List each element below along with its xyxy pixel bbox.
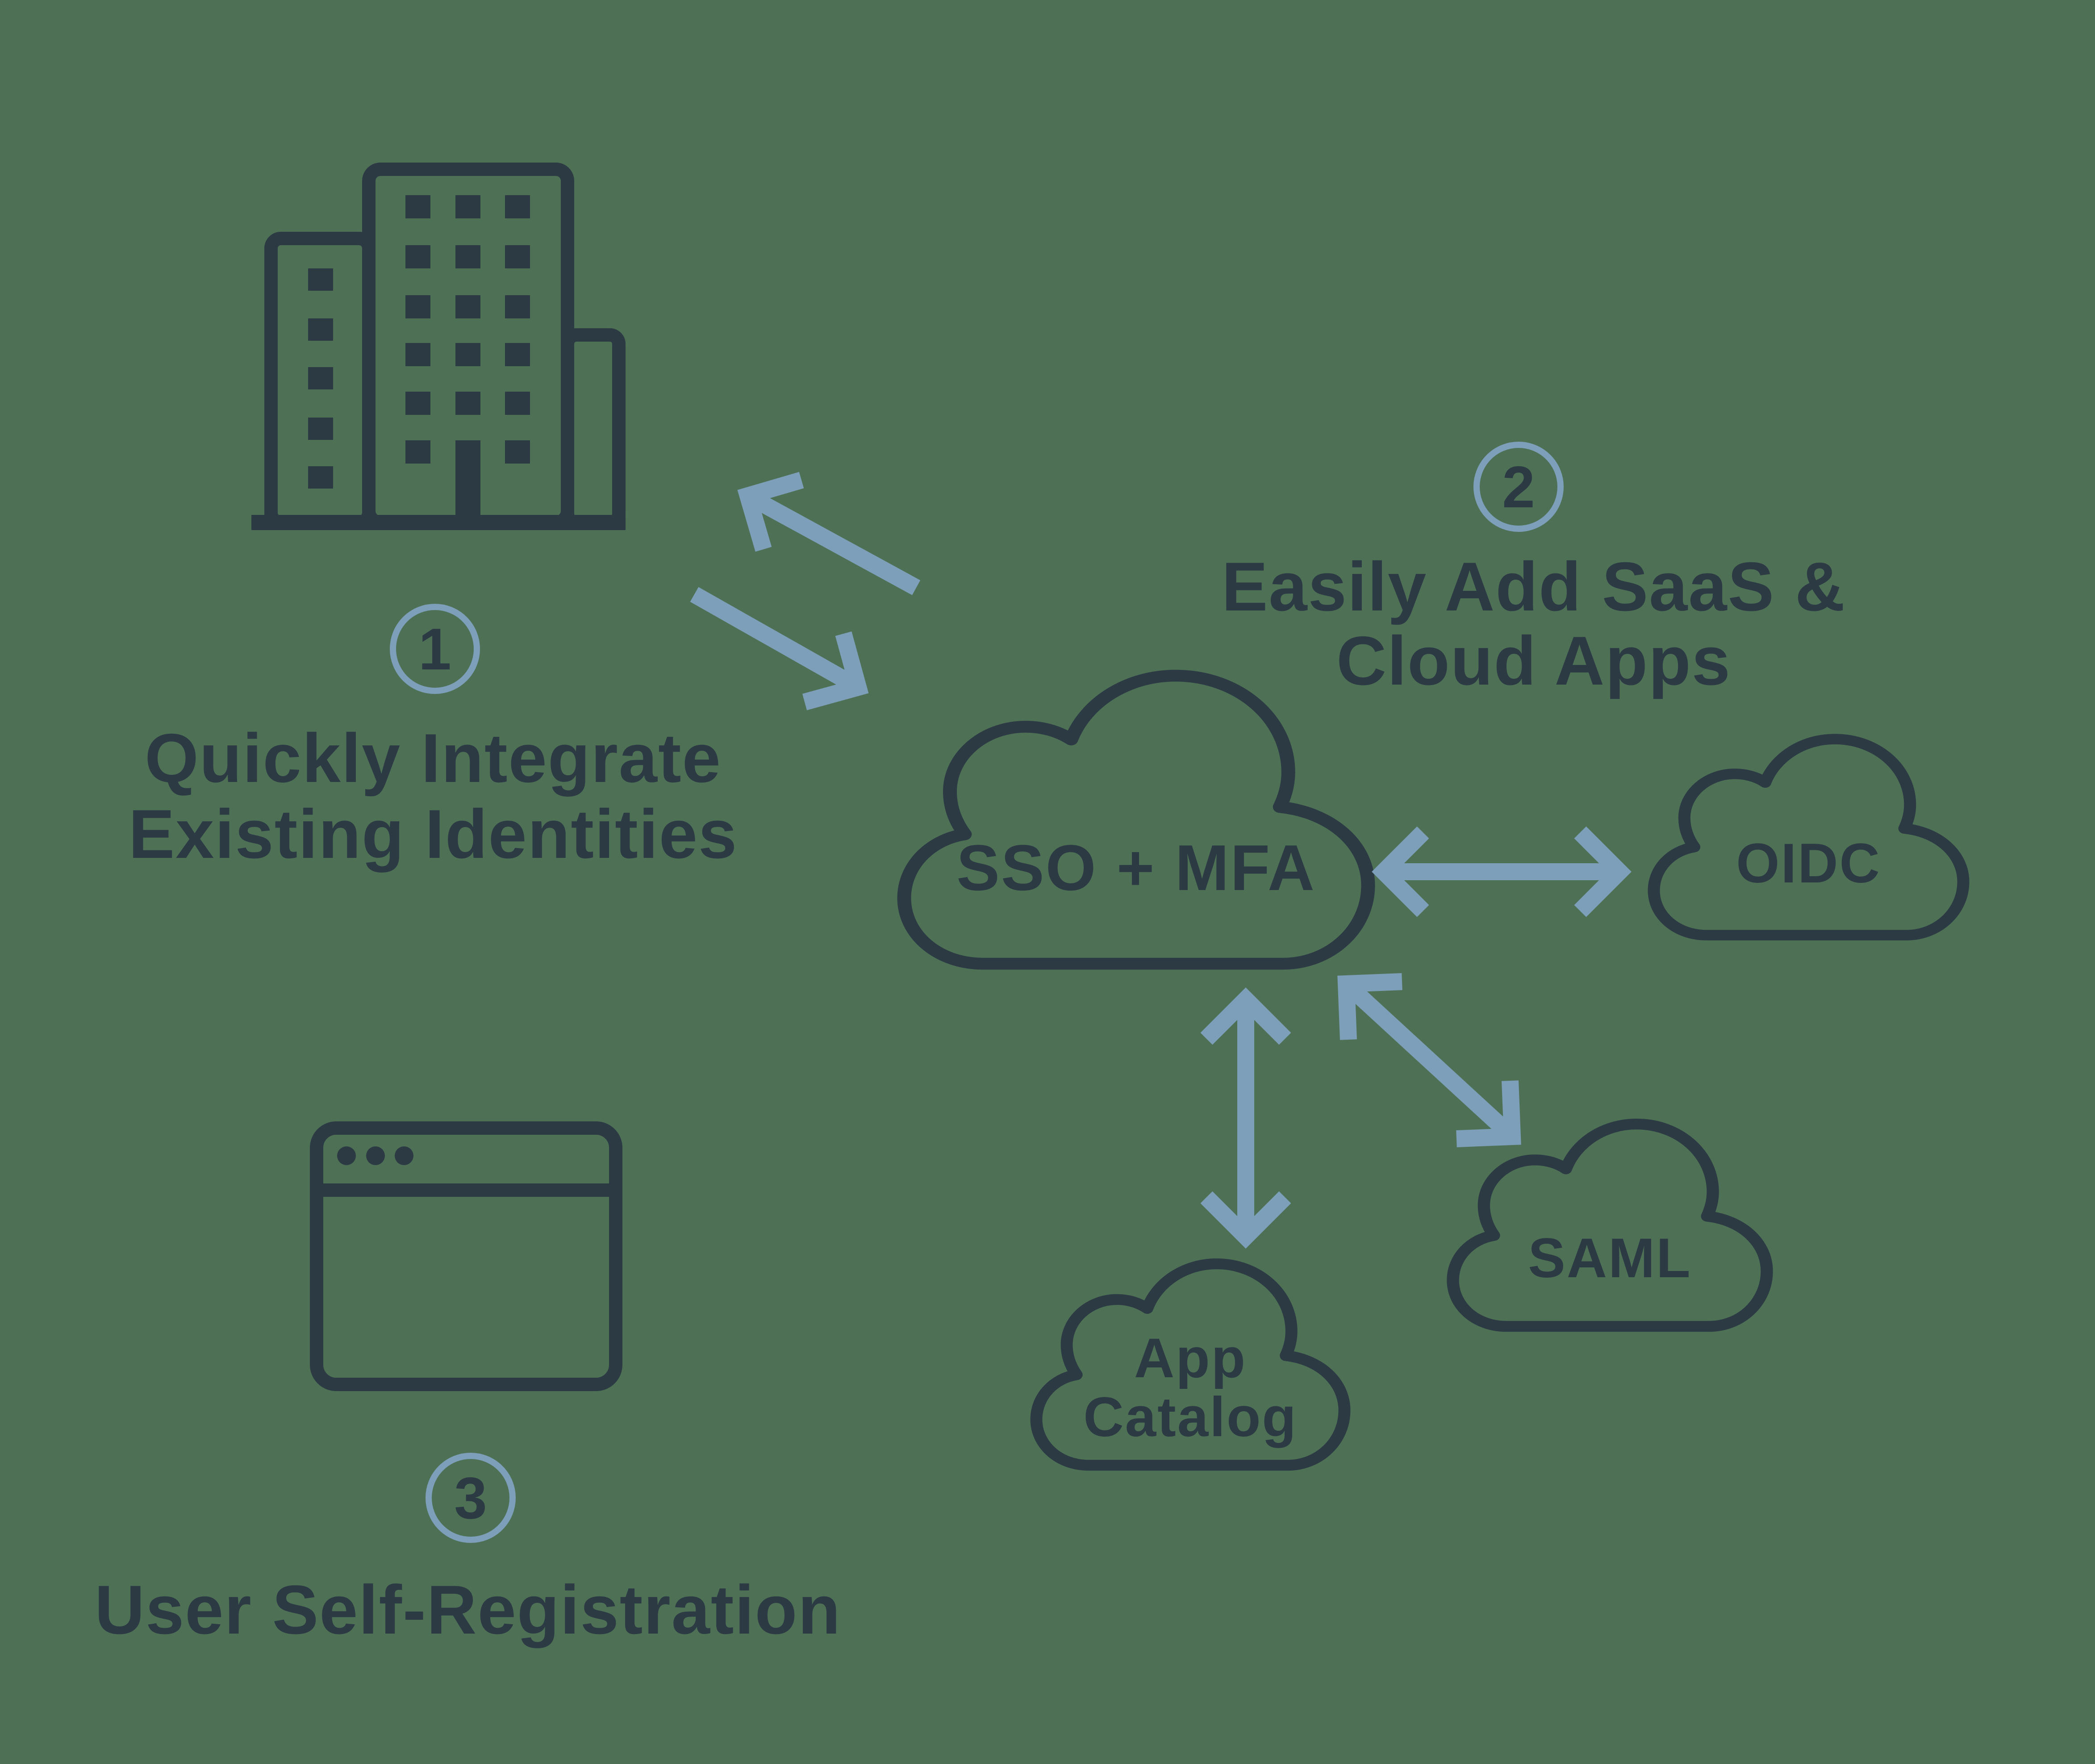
step-2-label: Easily Add SaaS & Cloud Apps [1177, 550, 1891, 698]
app-catalog-cloud-label: App Catalog [1036, 1329, 1344, 1447]
office-building-icon [251, 163, 626, 530]
browser-window-icon [310, 1121, 622, 1391]
arrow-building-to-sso-icon [690, 587, 869, 711]
building-door [455, 440, 480, 523]
arrow-sso-oidc-icon [1372, 826, 1632, 917]
step-1-label: Quickly Integrate Existing Identities [76, 720, 790, 872]
app-catalog-label-line2: Catalog [1083, 1386, 1298, 1448]
step-2-label-line2: Cloud Apps [1336, 622, 1731, 699]
building-windows [308, 195, 530, 523]
step-1-label-line1: Quickly Integrate [145, 719, 722, 797]
step-3-label: User Self-Registration [66, 1572, 870, 1648]
browser-window-dots [337, 1146, 413, 1165]
arrow-sso-app-catalog-icon [1200, 987, 1291, 1249]
step-3-label-line1: User Self-Registration [95, 1571, 841, 1648]
step-2-number: 2 [1502, 454, 1535, 520]
step-3-number: 3 [454, 1465, 487, 1531]
oidc-cloud-label: OIDC [1736, 832, 1881, 895]
saml-cloud-label: SAML [1528, 1227, 1692, 1289]
arrow-sso-to-building-icon [737, 472, 921, 595]
sso-mfa-cloud-label: SSO + MFA [956, 832, 1316, 904]
step-1-label-line2: Existing Identities [128, 795, 738, 873]
arrow-sso-saml-icon [1337, 973, 1521, 1147]
oidc-cloud-icon [1648, 734, 1970, 941]
app-catalog-cloud-icon [1030, 1258, 1351, 1471]
step-2-label-line1: Easily Add SaaS & [1222, 548, 1846, 625]
sso-mfa-cloud-icon [897, 669, 1375, 970]
app-catalog-label-line1: App [1134, 1327, 1247, 1389]
step-1-number: 1 [418, 616, 451, 682]
saml-cloud-icon [1447, 1118, 1773, 1332]
